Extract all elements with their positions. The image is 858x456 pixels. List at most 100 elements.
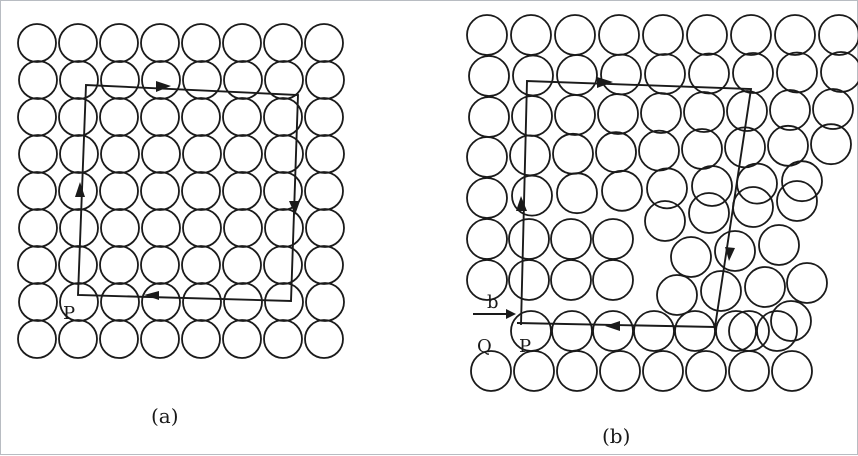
atom-b (601, 169, 643, 212)
atom-a (304, 319, 344, 359)
atom-b (510, 14, 552, 56)
lattice-b (466, 14, 858, 392)
atom-b-core (688, 192, 730, 234)
atom-b (597, 93, 639, 135)
atom-a (305, 60, 345, 100)
atom-b (774, 14, 816, 56)
atom-b-core (758, 224, 800, 266)
atom-a (264, 282, 304, 322)
atom-a (182, 134, 222, 174)
atom-b (767, 124, 809, 167)
atom-b (730, 14, 772, 56)
atom-a (100, 60, 140, 100)
atom-a (263, 171, 303, 211)
atom-a (222, 171, 262, 211)
atom-a (263, 23, 303, 63)
atom-b (513, 350, 555, 392)
burgers-vector-label: b (487, 292, 499, 313)
atom-b-core (644, 200, 686, 242)
atom-b (686, 14, 728, 56)
atom-a (141, 60, 181, 100)
atom-b (810, 123, 852, 166)
atom-b (756, 310, 798, 352)
atom-b (644, 53, 686, 95)
atom-b (681, 128, 723, 170)
atom-b (732, 52, 774, 94)
atom-b (470, 350, 512, 392)
atom-a (222, 97, 262, 137)
atom-a (182, 282, 222, 322)
atom-b (508, 259, 550, 301)
atom-a (58, 171, 98, 211)
atom-a (58, 319, 98, 359)
atom-b-core (714, 230, 756, 272)
atom-a (17, 171, 57, 211)
atom-b (556, 350, 598, 392)
atom-b (633, 310, 675, 352)
atom-a (305, 208, 345, 248)
atom-b (554, 14, 596, 56)
atom-b (550, 259, 592, 301)
atom-b-core (776, 180, 818, 222)
atom-a (182, 208, 222, 248)
atom-a (304, 171, 344, 211)
atom-b (685, 350, 727, 392)
atom-a (58, 23, 98, 63)
atom-b (769, 89, 811, 131)
lattice-a (17, 23, 345, 359)
atom-b-core (656, 274, 698, 316)
point-p-label-b: P (519, 336, 531, 357)
atom-a (59, 60, 99, 100)
atom-b (468, 96, 510, 138)
atom-a (223, 60, 263, 100)
atom-a (17, 97, 57, 137)
atom-b (820, 51, 858, 93)
atom-b (466, 177, 508, 219)
caption-a: (a) (151, 404, 179, 428)
atom-a (18, 134, 58, 174)
atom-a (99, 97, 139, 137)
atom-b (818, 14, 858, 56)
atom-b-core (732, 186, 774, 228)
atom-a (18, 60, 58, 100)
atom-b (640, 92, 682, 134)
atom-a (304, 245, 344, 285)
atom-b (638, 129, 680, 172)
atom-a (264, 60, 304, 100)
atom-a (181, 97, 221, 137)
atom-a (222, 245, 262, 285)
burgers-circuit-a (75, 81, 300, 302)
caption-b: (b) (602, 424, 630, 448)
atom-b (554, 94, 596, 136)
atom-a (304, 97, 344, 137)
arrow-up-b (516, 196, 527, 211)
atom-a (140, 245, 180, 285)
atom-a (99, 23, 139, 63)
atom-b (642, 350, 684, 392)
atom-b (691, 165, 733, 207)
atom-a (223, 282, 263, 322)
atom-a (181, 245, 221, 285)
atom-a (100, 134, 140, 174)
point-p-label-a: P (63, 303, 75, 324)
arrow-right-b (597, 77, 613, 88)
atom-a (141, 134, 181, 174)
atom-b (674, 310, 716, 352)
atom-a (264, 134, 304, 174)
atom-b (646, 167, 688, 210)
atom-b (592, 218, 634, 260)
atom-a (59, 134, 99, 174)
atom-b (715, 310, 757, 352)
arrow-right-a (156, 81, 171, 92)
atom-b (812, 88, 854, 130)
atom-b (599, 350, 641, 392)
atom-a (141, 208, 181, 248)
atom-b-core (670, 236, 712, 278)
atom-b (592, 310, 634, 352)
atom-a (17, 245, 57, 285)
atom-a (264, 208, 304, 248)
atom-a (263, 97, 303, 137)
arrow-down-b (725, 247, 735, 261)
atom-b (771, 350, 813, 392)
